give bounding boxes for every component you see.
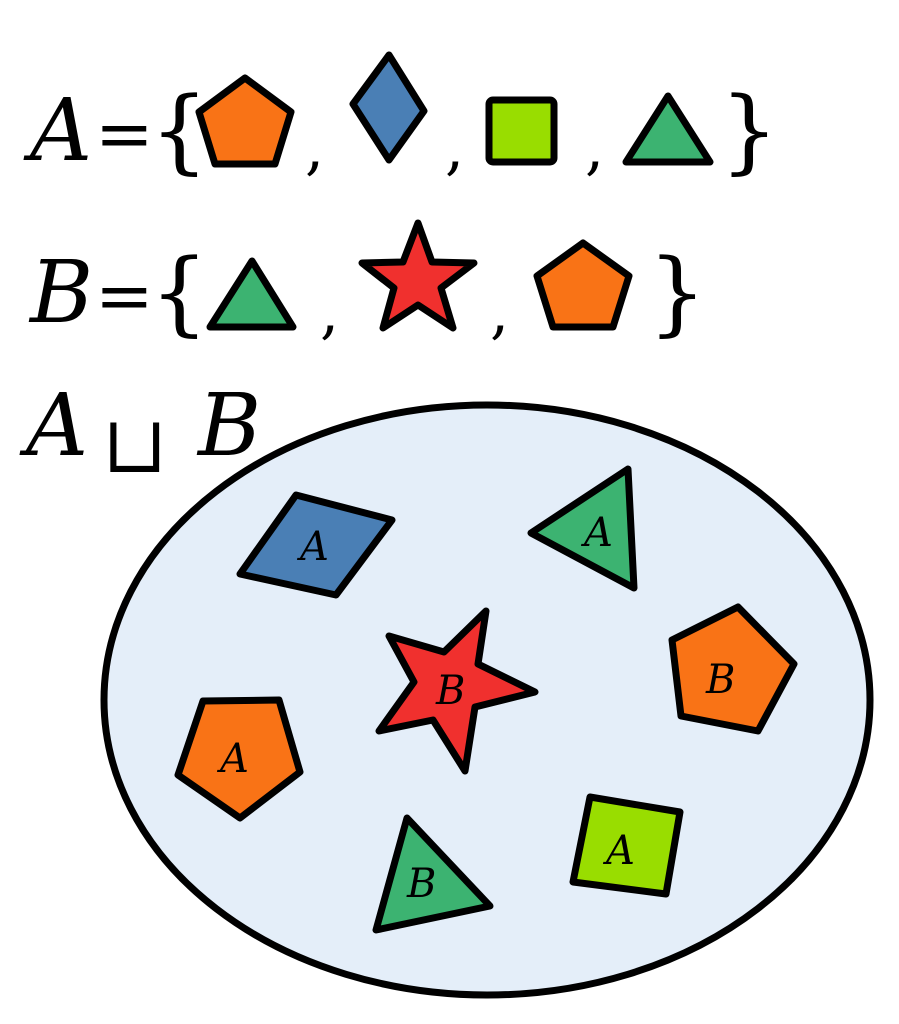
item-tag: B bbox=[435, 668, 465, 714]
union-item-square-a: A bbox=[569, 793, 684, 898]
union-item-star-b: B bbox=[375, 607, 539, 775]
square-icon bbox=[569, 793, 684, 898]
union-item-pentagon-b: B bbox=[668, 603, 798, 735]
set-a-separator-1: , bbox=[305, 113, 324, 183]
item-tag: B bbox=[406, 861, 436, 907]
set-b-name: B bbox=[28, 243, 93, 343]
set-a-name: A bbox=[23, 81, 92, 181]
set-b-equals: = bbox=[95, 255, 154, 337]
pentagon-icon bbox=[668, 603, 798, 735]
union-item-triangle-b: B bbox=[372, 814, 494, 934]
union-item-triangle-a: A bbox=[527, 465, 638, 592]
square-icon bbox=[485, 96, 558, 166]
set-a-separator-2: , bbox=[445, 113, 464, 183]
union-right-operand: B bbox=[196, 376, 261, 476]
item-tag: A bbox=[602, 828, 635, 874]
set-b-separator-2: , bbox=[490, 277, 509, 347]
pentagon-icon bbox=[533, 239, 633, 331]
set-a-open-brace: { bbox=[150, 77, 209, 184]
item-tag: A bbox=[580, 510, 613, 556]
set-a-separator-3: , bbox=[585, 113, 604, 183]
union-item-pentagon-a: A bbox=[174, 696, 304, 822]
item-tag: B bbox=[705, 657, 735, 703]
pentagon-icon bbox=[195, 74, 295, 168]
diamond-icon bbox=[349, 51, 428, 164]
pentagon-icon bbox=[174, 696, 304, 822]
diamond-icon bbox=[236, 491, 396, 599]
set-a-close-brace: } bbox=[720, 77, 779, 184]
union-item-diamond-a: A bbox=[236, 491, 396, 599]
set-b-close-brace: } bbox=[648, 239, 707, 346]
union-left-operand: A bbox=[19, 376, 88, 476]
star-icon bbox=[358, 219, 478, 332]
item-tag: A bbox=[216, 736, 249, 782]
star-icon bbox=[375, 607, 539, 775]
union-operator: ⊔ bbox=[102, 401, 167, 491]
set-a-equals: = bbox=[95, 93, 154, 175]
triangle-icon bbox=[372, 814, 494, 934]
set-b-open-brace: { bbox=[150, 239, 209, 346]
triangle-icon bbox=[527, 465, 638, 592]
triangle-icon bbox=[622, 92, 714, 166]
item-tag: A bbox=[296, 524, 329, 570]
triangle-icon bbox=[206, 257, 297, 331]
set-b-separator-1: , bbox=[320, 277, 339, 347]
